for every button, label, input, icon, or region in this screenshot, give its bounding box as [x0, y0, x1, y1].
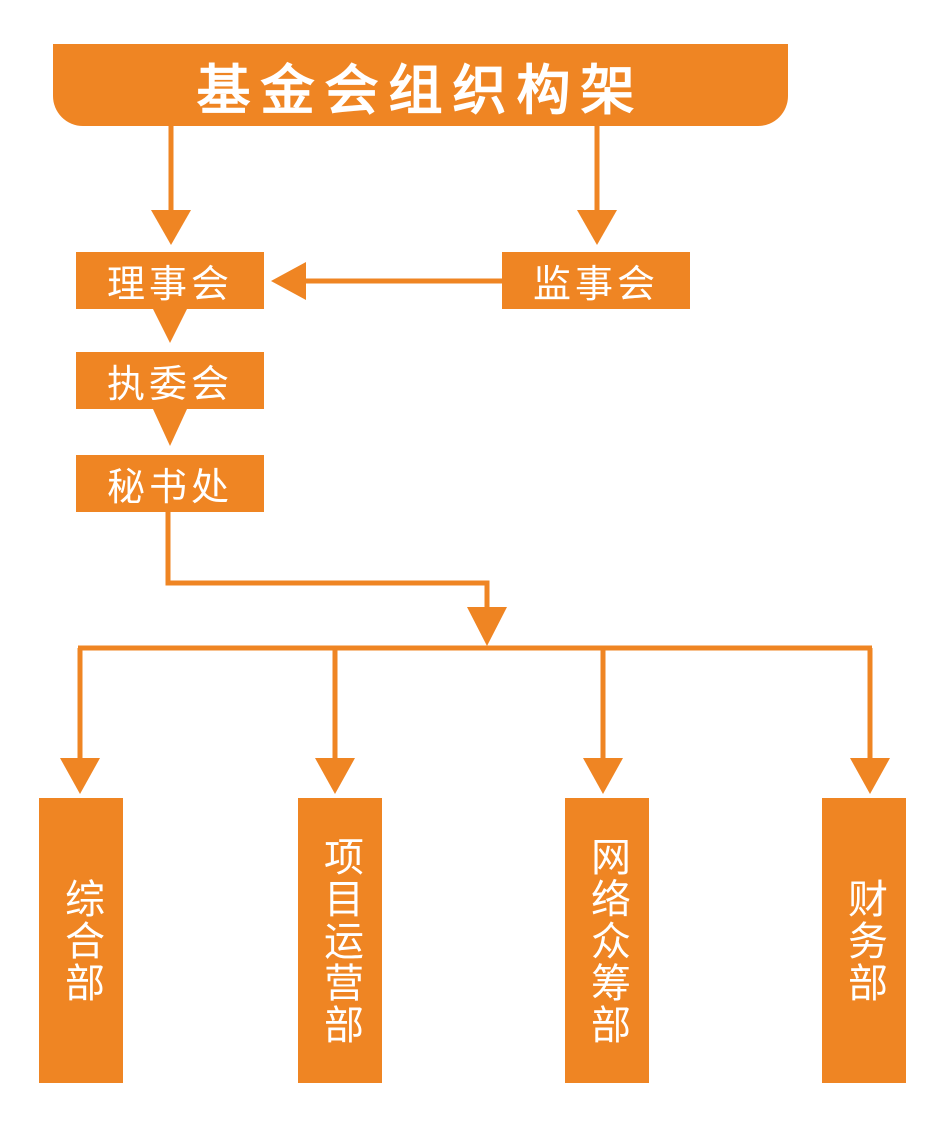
arrowhead-to-dept-3 [583, 758, 623, 794]
node-jianshihui: 监事会 [502, 252, 690, 309]
arrowhead-to-dept-2 [315, 758, 355, 794]
node-mishuchu: 秘书处 [76, 455, 264, 512]
arrowhead-to-zhiweihui [153, 309, 187, 343]
arrowhead-to-split [467, 607, 507, 646]
dept-online-crowdfunding: 网络众筹部 [565, 798, 649, 1083]
dept-general: 综合部 [39, 798, 123, 1083]
arrowhead-to-jianshihui [577, 210, 617, 245]
arrowhead-to-dept-1 [60, 758, 100, 794]
arrowhead-jianshihui-to-lishihui [271, 262, 306, 300]
node-zhiweihui: 执委会 [76, 352, 264, 409]
arrowhead-to-mishuchu [153, 409, 187, 446]
node-lishihui: 理事会 [76, 252, 264, 309]
arrowhead-to-lishihui [151, 210, 191, 245]
arrowhead-to-dept-4 [850, 758, 890, 794]
line-mishuchu-to-split [165, 512, 490, 612]
dept-finance: 财务部 [822, 798, 906, 1083]
org-chart-title: 基金会组织构架 [53, 44, 788, 126]
dept-project-operations: 项目运营部 [298, 798, 382, 1083]
